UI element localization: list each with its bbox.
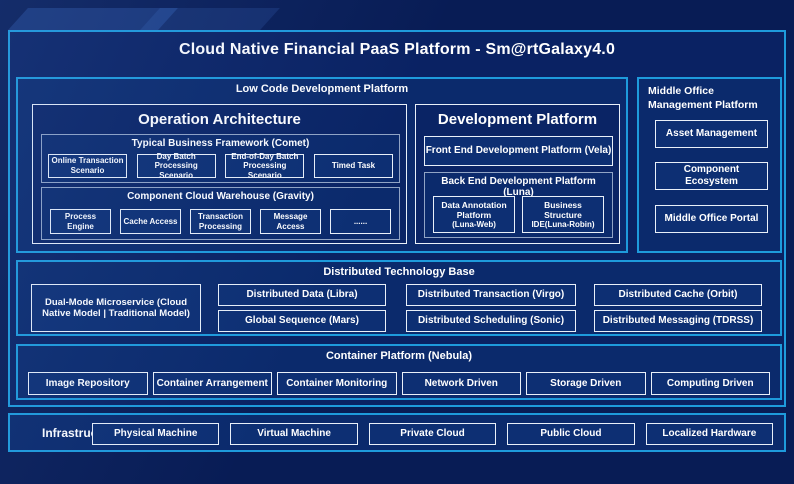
box-day-batch-processing-scenario: Day Batch Processing Scenario bbox=[136, 152, 216, 180]
decorative-streak bbox=[8, 8, 178, 30]
decorative-streak bbox=[140, 8, 280, 30]
box-global-sequence: Global Sequence (Mars) bbox=[218, 310, 386, 332]
box-dual-mode-microservice: Dual-Mode Microservice (Cloud Native Mod… bbox=[31, 284, 201, 332]
box-data-annotation-platform: Data Annotation Platform (Luna-Web) bbox=[433, 196, 515, 233]
box-cache-access: Cache Access bbox=[120, 209, 181, 234]
box-distributed-scheduling: Distributed Scheduling (Sonic) bbox=[406, 310, 576, 332]
container-platform-items: Image Repository Container Arrangement C… bbox=[28, 372, 770, 395]
business-structure-ide-name: Business Structure bbox=[544, 199, 582, 220]
back-end-development-platform-label: Back End Development Platform (Luna) bbox=[441, 176, 596, 198]
middle-office-label: Middle Office Management Platform bbox=[648, 85, 758, 111]
business-structure-ide-sub: IDE(Luna-Robin) bbox=[531, 219, 595, 229]
box-process-engine: Process Engine bbox=[50, 209, 111, 234]
box-container-arrangement: Container Arrangement bbox=[152, 372, 272, 395]
section-distributed-technology-base: Distributed Technology Base Dual-Mode Mi… bbox=[16, 260, 782, 336]
box-private-cloud: Private Cloud bbox=[368, 423, 497, 445]
box-asset-management: Asset Management bbox=[655, 120, 768, 148]
section-label: Low Code Development Platform bbox=[235, 83, 409, 95]
box-distributed-transaction: Distributed Transaction (Virgo) bbox=[406, 284, 576, 306]
box-distributed-data: Distributed Data (Libra) bbox=[218, 284, 386, 306]
box-image-repository: Image Repository bbox=[28, 372, 148, 395]
box-component-cloud-warehouse: Component Cloud Warehouse (Gravity) Proc… bbox=[41, 187, 400, 240]
component-cloud-warehouse-items: Process Engine Cache Access Transaction … bbox=[50, 209, 391, 234]
development-platform-title: Development Platform bbox=[437, 111, 598, 128]
box-distributed-cache: Distributed Cache (Orbit) bbox=[594, 284, 762, 306]
box-operation-architecture: Operation Architecture Typical Business … bbox=[32, 104, 407, 244]
typical-business-framework-label: Typical Business Framework (Comet) bbox=[131, 138, 310, 149]
page-title: Cloud Native Financial PaaS Platform - S… bbox=[178, 41, 616, 58]
main-platform-frame: Cloud Native Financial PaaS Platform - S… bbox=[8, 30, 786, 407]
box-end-of-day-batch-processing-scenario: End-of-Day Batch Processing Scenario bbox=[225, 152, 305, 180]
box-timed-task: Timed Task bbox=[313, 154, 393, 178]
box-container-monitoring: Container Monitoring bbox=[277, 372, 397, 395]
infrastructure-items: Physical Machine Virtual Machine Private… bbox=[92, 423, 774, 445]
component-cloud-warehouse-label: Component Cloud Warehouse (Gravity) bbox=[127, 191, 314, 202]
box-virtual-machine: Virtual Machine bbox=[230, 423, 358, 445]
section-label: Distributed Technology Base bbox=[323, 266, 475, 278]
back-end-items: Data Annotation Platform (Luna-Web) Busi… bbox=[433, 196, 604, 233]
box-ellipsis: ...... bbox=[330, 209, 391, 234]
operation-architecture-title: Operation Architecture bbox=[138, 111, 301, 128]
section-container-platform: Container Platform (Nebula) Image Reposi… bbox=[16, 344, 782, 400]
data-annotation-platform-name: Data Annotation Platform bbox=[441, 199, 507, 220]
box-computing-driven: Computing Driven bbox=[650, 372, 770, 395]
section-infrastructure: Infrastructure Physical Machine Virtual … bbox=[8, 413, 786, 452]
box-business-structure-ide: Business Structure IDE(Luna-Robin) bbox=[522, 196, 604, 233]
section-middle-office-management-platform: Middle Office Management Platform Asset … bbox=[637, 77, 782, 253]
box-component-ecosystem: Component Ecosystem bbox=[655, 162, 768, 190]
box-distributed-messaging: Distributed Messaging (TDRSS) bbox=[594, 310, 762, 332]
box-localized-hardware: Localized Hardware bbox=[645, 423, 774, 445]
section-label: Container Platform (Nebula) bbox=[325, 350, 473, 362]
box-message-access: Message Access bbox=[260, 209, 321, 234]
box-typical-business-framework: Typical Business Framework (Comet) Onlin… bbox=[41, 134, 400, 183]
box-transaction-processing: Transaction Processing bbox=[190, 209, 251, 234]
box-middle-office-portal: Middle Office Portal bbox=[655, 205, 768, 233]
box-network-driven: Network Driven bbox=[401, 372, 521, 395]
box-storage-driven: Storage Driven bbox=[526, 372, 646, 395]
box-online-transaction-scenario: Online Transaction Scenario bbox=[48, 154, 127, 178]
box-front-end-development-platform: Front End Development Platform (Vela) bbox=[424, 136, 613, 166]
typical-business-framework-items: Online Transaction Scenario Day Batch Pr… bbox=[48, 152, 393, 180]
box-back-end-development-platform: Back End Development Platform (Luna) Dat… bbox=[424, 172, 613, 238]
section-low-code-development-platform: Low Code Development Platform Operation … bbox=[16, 77, 628, 253]
box-physical-machine: Physical Machine bbox=[92, 423, 220, 445]
box-public-cloud: Public Cloud bbox=[507, 423, 635, 445]
data-annotation-platform-sub: (Luna-Web) bbox=[452, 219, 496, 229]
box-development-platform: Development Platform Front End Developme… bbox=[415, 104, 620, 244]
